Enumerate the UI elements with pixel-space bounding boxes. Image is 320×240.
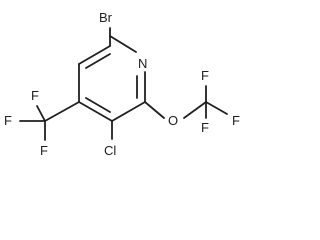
bond-ocf3-f-right <box>205 101 228 115</box>
atom-label-o: O <box>168 113 178 128</box>
atom-label-ocf3-f-top: F <box>201 68 209 83</box>
bond-c3-c4-inner <box>85 97 111 113</box>
bond-ringcf3-f-top <box>36 105 46 122</box>
bond-o-cf3 <box>183 101 207 119</box>
bond-c6-n1 <box>109 35 137 53</box>
atom-label-ring-cf3-f-bottom: F <box>40 143 48 158</box>
atom-label-br: Br <box>99 10 113 25</box>
atom-label-ocf3-f-bottom: F <box>201 120 209 135</box>
bond-c4-cf3 <box>44 101 80 122</box>
atom-label-ring-cf3-f-top: F <box>31 88 39 103</box>
atom-label-cl: Cl <box>104 143 116 158</box>
bond-c5-c6 <box>78 45 111 65</box>
molecule-canvas: Br N Cl O F F F F F F <box>4 10 240 158</box>
bond-c2-o <box>144 101 165 119</box>
bond-c5-c6-inner <box>85 53 111 69</box>
atom-label-n: N <box>138 56 147 71</box>
structure-diagram: Br N Cl O F F F F F F <box>4 10 240 158</box>
bond-c2-c3 <box>111 101 146 122</box>
atom-label-ocf3-f-right: F <box>232 113 240 128</box>
atom-label-ring-cf3-f-left: F <box>4 113 12 128</box>
bond-c3-c4 <box>78 101 113 122</box>
